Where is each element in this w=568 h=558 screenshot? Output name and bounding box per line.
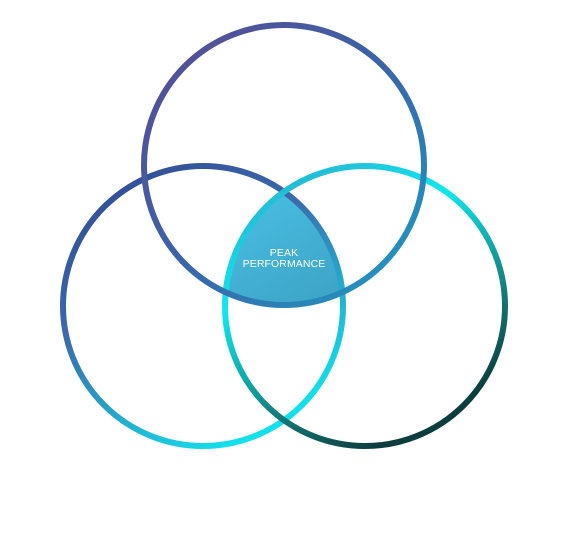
center-label-line-2: PERFORMANCE xyxy=(243,258,326,270)
center-overlap-fill xyxy=(225,166,343,305)
center-label-line-1: PEAK xyxy=(270,247,298,259)
left-circle xyxy=(60,163,346,449)
center-overlap-region xyxy=(225,166,343,305)
right-circle xyxy=(222,163,508,449)
top-circle xyxy=(141,22,427,308)
